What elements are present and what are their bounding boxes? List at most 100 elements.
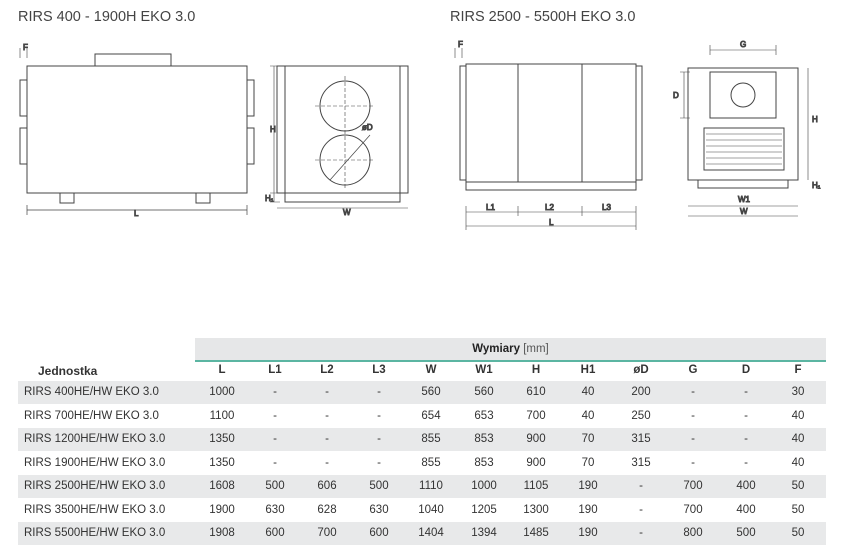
column-header: W [425,364,437,376]
cell-L1: - [273,386,277,398]
cell-L2: - [325,433,329,445]
small-unit-front-view [270,65,409,209]
cell-øD: 315 [631,433,651,445]
cell-øD: 200 [631,386,651,398]
dim-oD: øD [362,123,373,132]
large-unit-side-view [454,48,643,230]
dim-H1-large: H₁ [812,181,821,190]
cell-L1: - [273,456,277,469]
cell-L1: 600 [265,527,285,539]
cell-L3: - [377,433,381,445]
cell-L3: - [377,409,381,422]
cell-W: 855 [421,456,441,469]
dim-L2: L2 [545,203,554,212]
cell-W: 1040 [418,503,444,516]
right-drawing-title: RIRS 2500 - 5500H EKO 3.0 [450,9,636,25]
cell-L3: 630 [369,503,389,516]
cell-W1: 1205 [471,503,497,516]
column-header: L2 [320,364,334,376]
dim-G: G [740,40,746,49]
column-header: L3 [372,364,386,376]
dim-W-large: W [740,207,748,216]
cell-L2: - [325,386,329,398]
dim-H1: H₁ [265,194,274,203]
cell-F: 50 [791,527,805,539]
small-unit-side-view [19,48,255,215]
column-header: W1 [475,364,493,376]
cell-F: 50 [791,503,805,516]
cell-H: 900 [526,433,546,445]
cell-L2: - [325,456,329,469]
cell-H1: 40 [581,386,595,398]
cell-L3: 500 [369,480,389,492]
cell-W: 1404 [418,527,444,539]
cell-øD: 315 [631,456,651,469]
cell-L3: - [377,456,381,469]
cell-G: 700 [683,503,703,516]
cell-D: 400 [736,480,756,492]
unit-name: RIRS 1900HE/HW EKO 3.0 [24,456,166,469]
cell-H1: 190 [578,503,598,516]
dim-L-large: L [549,218,554,227]
cell-H: 1485 [523,527,549,539]
unit-name: RIRS 700HE/HW EKO 3.0 [24,409,159,422]
cell-L1: 500 [265,480,285,492]
cell-W1: 653 [474,409,494,422]
column-header: G [688,364,698,376]
unit-column-header: Jednostka [38,364,98,378]
cell-øD: 250 [631,409,651,422]
cell-H: 610 [526,386,546,398]
cell-W: 1110 [419,480,443,492]
cell-L: 1350 [209,433,235,445]
cell-F: 30 [791,386,805,398]
cell-L2: 606 [317,480,337,492]
dim-H: H [270,125,276,134]
cell-W1: 1394 [471,527,497,539]
cell-L: 1608 [209,480,235,492]
cell-H: 700 [526,409,546,422]
dim-L3: L3 [602,203,611,212]
column-header: øD [633,364,649,376]
cell-øD: - [639,503,643,516]
cell-L3: - [377,386,381,398]
cell-W1: 853 [474,456,494,469]
cell-G: - [691,386,695,398]
dim-D: D [673,91,679,100]
cell-L1: 630 [265,503,285,516]
cell-L: 1000 [209,386,235,398]
group-header-label: Wymiary [472,343,520,355]
cell-D: - [744,409,748,422]
cell-D: - [744,456,748,469]
cell-W: 855 [421,433,441,445]
unit-name: RIRS 1200HE/HW EKO 3.0 [24,433,166,445]
cell-F: 40 [791,433,805,445]
cell-L3: 600 [369,527,389,539]
column-header: D [741,364,751,376]
cell-L2: 700 [317,527,337,539]
cell-D: - [744,386,748,398]
cell-F: 40 [791,456,805,469]
column-header: H1 [580,364,596,376]
cell-G: - [691,456,695,469]
cell-L: 1908 [209,527,235,539]
unit-name: RIRS 2500HE/HW EKO 3.0 [24,480,166,492]
cell-D: 400 [736,503,756,516]
cell-G: 700 [683,480,703,492]
unit-name: RIRS 3500HE/HW EKO 3.0 [24,503,166,516]
column-header: H [531,364,541,376]
cell-D: - [744,433,748,445]
unit-name: RIRS 400HE/HW EKO 3.0 [24,386,159,398]
cell-H: 1300 [523,503,549,516]
unit-name: RIRS 5500HE/HW EKO 3.0 [24,527,166,539]
dim-L1: L1 [486,203,495,212]
cell-L1: - [273,409,277,422]
dim-F-large: F [458,40,463,49]
column-header: L1 [268,364,282,376]
cell-L: 1350 [209,456,235,469]
cell-G: 800 [683,527,703,539]
